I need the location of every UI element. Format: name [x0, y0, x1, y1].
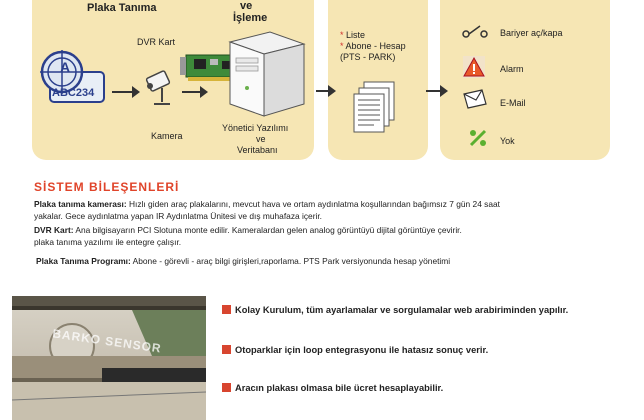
report-list-item: * Liste — [340, 30, 366, 40]
software-label-1: Yönetici Yazılımı — [222, 123, 289, 133]
output-panel — [440, 0, 610, 160]
camera-description: Plaka tanıma kamerası: Hızlı giden araç … — [34, 199, 501, 209]
svg-text:A: A — [60, 59, 70, 75]
installation-photo: BARKO SENSOR — [12, 296, 206, 420]
bullet-square-icon — [222, 383, 231, 392]
feature-item: Kolay Kurulum, tüm ayarlamalar ve sorgul… — [222, 305, 568, 315]
bullet-square-icon — [222, 305, 231, 314]
arrow-report-to-output — [426, 85, 448, 97]
camera-label: Kamera — [151, 131, 183, 141]
none-icon — [468, 128, 488, 148]
report-panel — [328, 0, 428, 160]
processing-heading-top: ve — [240, 0, 253, 12]
software-label-3: Veritabanı — [237, 145, 278, 155]
dvr-card-label: DVR Kart — [137, 37, 176, 47]
dvr-description-cont: plaka tanıma yazılımı ile entegre çalışı… — [34, 237, 182, 247]
plate-number: ABC234 — [52, 87, 95, 99]
dvr-card-icon — [180, 51, 238, 83]
camera-description-cont: yakalar. Gece aydınlatma yapan IR Aydınl… — [34, 211, 322, 221]
bullet-square-icon — [222, 345, 231, 354]
plate-heading: Plaka Tanıma — [87, 2, 157, 14]
output-none-label: Yok — [500, 136, 515, 146]
software-label-2: ve — [256, 134, 266, 144]
feature-item: Aracın plakası olmasa bile ücret hesapla… — [222, 383, 443, 393]
report-list-item: * Abone - Hesap — [340, 41, 406, 51]
program-description: Plaka Tanıma Programı: Abone - görevli -… — [36, 256, 451, 266]
output-email-label: E-Mail — [500, 98, 526, 108]
email-icon — [462, 88, 488, 112]
report-list-item: (PTS - PARK) — [340, 52, 396, 62]
output-alarm-label: Alarm — [500, 64, 524, 74]
camera-icon — [142, 68, 178, 108]
processing-heading-bottom: İşleme — [233, 12, 268, 24]
feature-item: Otoparklar için loop entegrasyonu ile ha… — [222, 345, 488, 355]
alarm-icon — [463, 56, 485, 78]
documents-icon — [350, 80, 400, 136]
barrier-icon — [462, 24, 488, 40]
plate-target-icon: A — [36, 42, 106, 112]
arrow-camera-to-pc — [182, 86, 208, 98]
arrow-plate-to-camera — [112, 86, 140, 98]
system-components-title: SİSTEM BİLEŞENLERİ — [34, 180, 180, 194]
output-barrier-label: Bariyer aç/kapa — [500, 28, 563, 38]
arrow-pc-to-report — [316, 85, 336, 97]
dvr-description: DVR Kart: Ana bilgisayarın PCI Slotuna m… — [34, 225, 462, 235]
computer-tower-icon — [212, 28, 308, 118]
